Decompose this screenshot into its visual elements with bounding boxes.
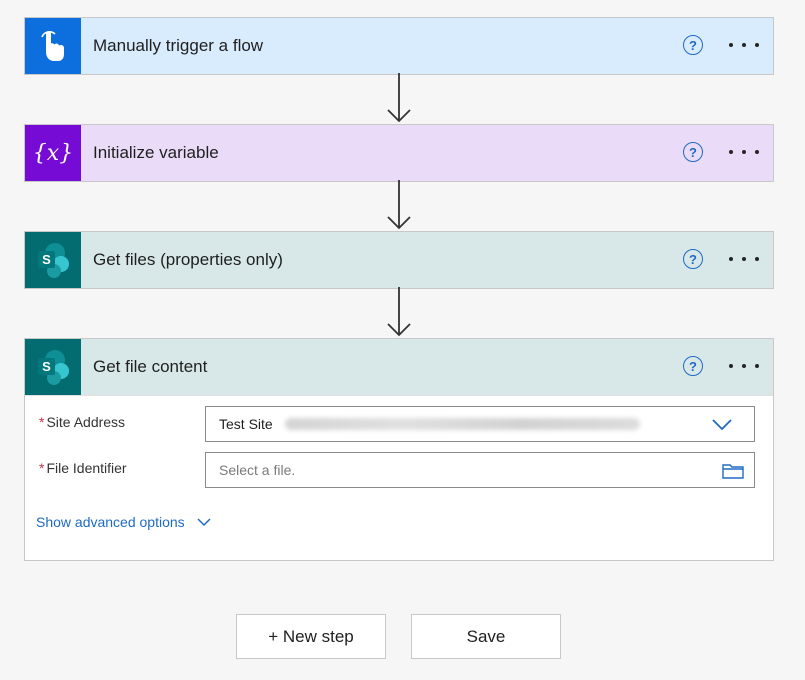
step-title: Get files (properties only) [93,250,283,269]
step-card-get-files[interactable]: S Get files (properties only) ? [24,231,774,289]
step-body: *Site Address Test Site *File Identifier… [25,395,773,560]
sharepoint-letter: S [42,252,51,267]
file-identifier-input[interactable]: Select a file. [205,452,755,488]
more-options-icon[interactable] [729,355,759,377]
file-identifier-placeholder: Select a file. [219,462,296,478]
new-step-button[interactable]: + New step [236,614,386,659]
help-icon[interactable]: ? [683,35,703,55]
folder-icon[interactable] [722,462,744,479]
step-card-get-file-content[interactable]: S Get file content ? *Site Address Test … [24,338,774,561]
more-options-icon[interactable] [729,34,759,56]
sharepoint-letter: S [42,359,51,374]
step-title: Initialize variable [93,143,219,162]
step-card-trigger[interactable]: Manually trigger a flow ? [24,17,774,75]
touch-icon [25,18,81,74]
advanced-options-label: Show advanced options [36,514,185,530]
step-header[interactable]: Manually trigger a flow ? [25,18,773,74]
save-button[interactable]: Save [411,614,561,659]
file-identifier-label: *File Identifier [39,460,127,476]
help-icon[interactable]: ? [683,249,703,269]
sharepoint-icon: S [25,339,81,395]
step-header[interactable]: S Get files (properties only) ? [25,232,773,288]
required-mark: * [39,460,45,476]
connector-arrow-icon [387,287,411,337]
help-icon[interactable]: ? [683,356,703,376]
variable-icon: {x} [25,125,81,181]
site-url-blurred [284,418,640,430]
step-title: Manually trigger a flow [93,36,264,55]
chevron-down-icon[interactable] [712,419,732,431]
required-mark: * [39,414,45,430]
step-header[interactable]: {x} Initialize variable ? [25,125,773,181]
chevron-down-icon [197,517,211,526]
site-address-value: Test Site [219,416,273,432]
variable-icon-glyph: {x} [32,140,74,166]
step-card-initialize-variable[interactable]: {x} Initialize variable ? [24,124,774,182]
connector-arrow-icon [387,180,411,230]
site-address-dropdown[interactable]: Test Site [205,406,755,442]
more-options-icon[interactable] [729,141,759,163]
connector-arrow-icon [387,73,411,123]
show-advanced-options-link[interactable]: Show advanced options [36,514,211,530]
more-options-icon[interactable] [729,248,759,270]
site-address-label: *Site Address [39,414,126,430]
sharepoint-icon: S [25,232,81,288]
help-icon[interactable]: ? [683,142,703,162]
step-header[interactable]: S Get file content ? [25,339,773,395]
step-title: Get file content [93,357,208,376]
